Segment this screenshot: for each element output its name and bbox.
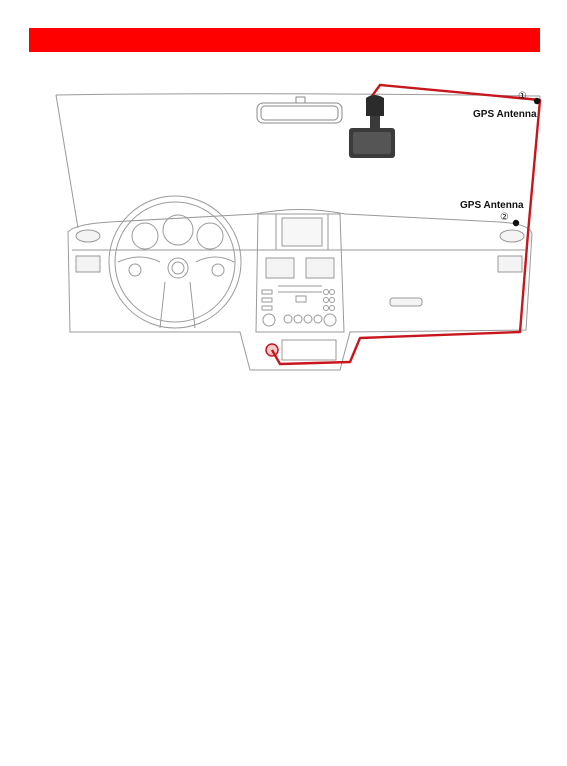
dash-camera-icon — [349, 95, 395, 158]
antenna-2-label: GPS Antenna — [460, 200, 524, 211]
center-console — [256, 214, 344, 360]
rearview-mirror-icon — [257, 97, 342, 123]
antenna-2-number: ② — [500, 212, 509, 223]
gps-antenna-2-marker — [513, 220, 519, 226]
gps-antenna-1-marker — [534, 98, 540, 104]
antenna-1-number: ① — [518, 91, 527, 102]
windshield-frame — [56, 94, 540, 232]
antenna-1-label: GPS Antenna — [473, 109, 537, 120]
car-dashboard-wiring-diagram: ① GPS Antenna GPS Antenna ② — [0, 0, 567, 400]
